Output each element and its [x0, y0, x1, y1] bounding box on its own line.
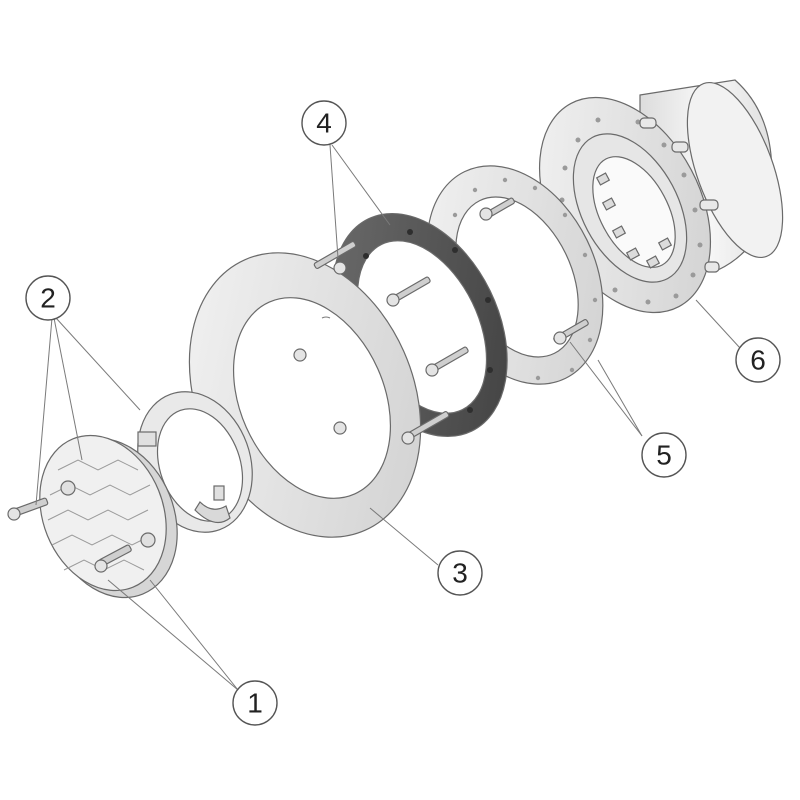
screw: [386, 276, 431, 307]
leader-lines: [35, 144, 741, 691]
cover-screws: [7, 497, 132, 573]
callout-label: 6: [750, 345, 766, 376]
callout-label: 3: [452, 558, 468, 589]
callout-label: 4: [316, 108, 332, 139]
callout-4: 4: [301, 100, 347, 146]
face-ring: [188, 252, 422, 538]
screw: [425, 346, 469, 377]
screw: [553, 319, 589, 345]
callout-label: 5: [656, 440, 672, 471]
screw-set: [293, 197, 589, 445]
callout-2: 2: [25, 275, 71, 321]
callout-1: 1: [232, 680, 278, 726]
housing-studs: [639, 117, 720, 273]
callout-5: 5: [641, 432, 687, 478]
screw: [401, 411, 450, 445]
callout-6: 6: [735, 337, 781, 383]
callout-label: 2: [40, 283, 56, 314]
screw: [479, 197, 515, 221]
grate-cover: [39, 434, 178, 599]
callout-label: 1: [247, 688, 263, 719]
callout-3: 3: [437, 550, 483, 596]
screw: [313, 241, 357, 275]
screw: [293, 348, 347, 435]
